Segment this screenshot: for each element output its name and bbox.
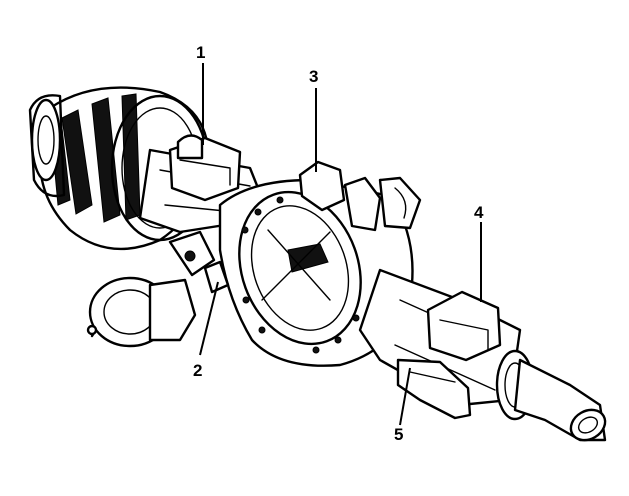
callout-5-leader [399,367,411,426]
callout-4-label: 4 [474,203,484,222]
slack-adjuster [168,230,230,294]
callout-3-label: 3 [309,67,318,86]
brake-chamber [86,276,197,348]
left-spring-seat [168,134,242,202]
right-spring-seat [426,290,502,362]
right-hub-spindle [495,349,607,442]
lower-bracket [396,358,472,420]
callout-1-label: 1 [196,43,205,62]
callout-2-label: 2 [193,361,202,380]
upper-bracket [298,160,422,232]
callout-5-label: 5 [394,425,403,444]
callout-2-leader [199,281,219,356]
